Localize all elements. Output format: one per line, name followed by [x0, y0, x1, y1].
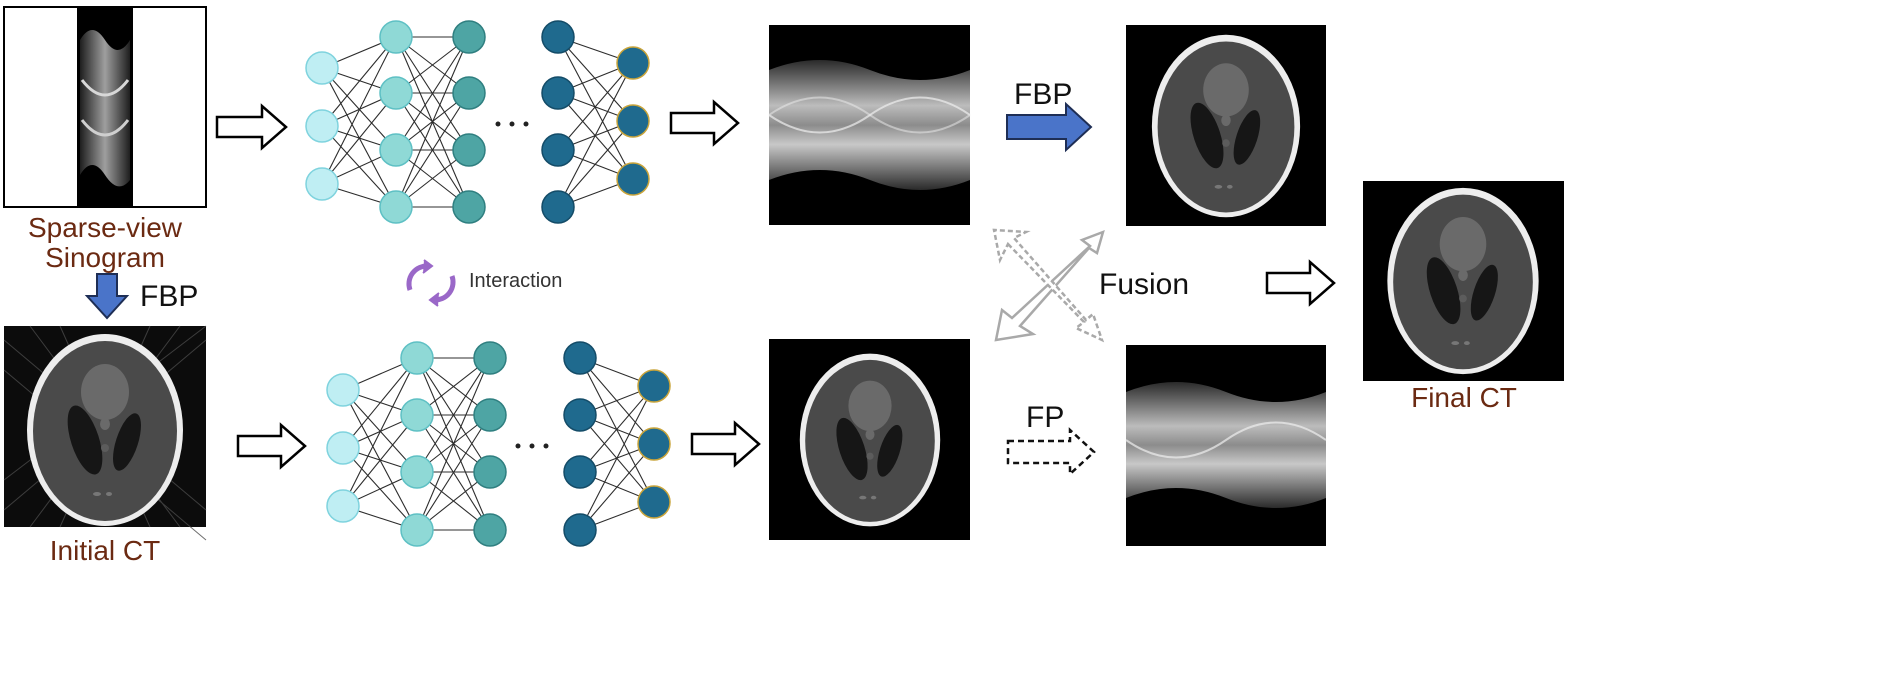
network-connection: [557, 36, 634, 122]
arrow-sinogram-to-network: [215, 103, 288, 151]
network-connection: [579, 443, 655, 531]
fp-dashed-arrow: [1006, 427, 1096, 477]
network-node: [616, 46, 650, 80]
arrow-network-to-ct: [690, 420, 761, 468]
initial-ct-image: [3, 325, 207, 541]
network-connection: [557, 62, 634, 208]
fusion-label: Fusion: [1099, 268, 1190, 301]
network-connection: [395, 92, 470, 208]
network-node: [379, 20, 413, 54]
fusion-arrows: [992, 228, 1105, 343]
bottom-neural-network: [326, 341, 671, 547]
arrow-network-to-sinogram: [669, 99, 740, 147]
network-connection: [557, 62, 634, 151]
top-network-ellipsis: [495, 121, 529, 127]
network-node: [473, 513, 507, 547]
final-ct-label: Final CT: [1411, 382, 1517, 413]
network-node: [452, 20, 486, 54]
network-node: [637, 369, 671, 403]
network-node: [563, 455, 597, 489]
network-node: [473, 455, 507, 489]
refined-ct-image: [769, 339, 970, 540]
sparse-view-label-line2: Sinogram: [45, 242, 165, 273]
fbp-down-arrow: [84, 273, 130, 320]
network-connection: [557, 36, 634, 180]
network-node: [452, 190, 486, 224]
fp-label: FP: [1026, 401, 1065, 434]
network-node: [616, 104, 650, 138]
network-connection: [342, 414, 418, 507]
network-connection: [395, 36, 470, 151]
network-connection: [321, 36, 397, 127]
network-node: [637, 485, 671, 519]
arrow-to-final-ct: [1265, 259, 1336, 307]
network-connection: [416, 357, 491, 473]
network-connection: [321, 92, 397, 185]
network-connection: [557, 120, 634, 208]
network-node: [452, 133, 486, 167]
final-ct-image: [1363, 181, 1564, 381]
network-node: [305, 167, 339, 201]
network-node: [400, 398, 434, 432]
network-connection: [416, 357, 491, 531]
network-connection: [321, 36, 397, 185]
fp-sinogram-image: [1125, 345, 1327, 546]
network-connection: [579, 385, 655, 473]
fusion-arrow-down-left: [992, 228, 1105, 343]
network-node: [305, 109, 339, 143]
network-node: [541, 20, 575, 54]
network-node: [541, 76, 575, 110]
fbp-left-label: FBP: [140, 280, 199, 313]
network-node: [400, 513, 434, 547]
network-node: [563, 398, 597, 432]
network-connection: [342, 357, 418, 449]
bottom-network-ellipsis: [515, 443, 549, 449]
network-connection: [342, 357, 418, 507]
network-node: [400, 341, 434, 375]
network-node: [326, 431, 360, 465]
network-connection: [395, 36, 470, 208]
fbp-top-label: FBP: [1014, 78, 1073, 111]
sparse-view-label-line1: Sparse-view: [27, 212, 183, 243]
network-node: [563, 341, 597, 375]
network-node: [541, 190, 575, 224]
network-node: [473, 341, 507, 375]
completed-sinogram-image: [768, 25, 971, 225]
interaction-icon: [406, 259, 456, 307]
network-node: [616, 162, 650, 196]
network-node: [563, 513, 597, 547]
network-connection: [579, 385, 655, 531]
sparse-view-sinogram-image: [3, 6, 207, 208]
network-node: [379, 190, 413, 224]
network-node: [541, 133, 575, 167]
network-node: [637, 427, 671, 461]
network-node: [326, 373, 360, 407]
network-node: [473, 398, 507, 432]
network-node: [305, 51, 339, 85]
network-node: [400, 455, 434, 489]
interaction-label: Interaction: [469, 270, 563, 292]
network-node: [379, 133, 413, 167]
network-node: [326, 489, 360, 523]
initial-ct-label: Initial CT: [49, 535, 161, 566]
top-neural-network: [305, 20, 650, 224]
fbp-ct-image: [1126, 25, 1326, 226]
network-node: [379, 76, 413, 110]
network-connection: [416, 414, 491, 531]
fbp-right-arrow: [1006, 101, 1093, 153]
arrow-ct-to-network: [236, 422, 307, 470]
network-node: [452, 76, 486, 110]
